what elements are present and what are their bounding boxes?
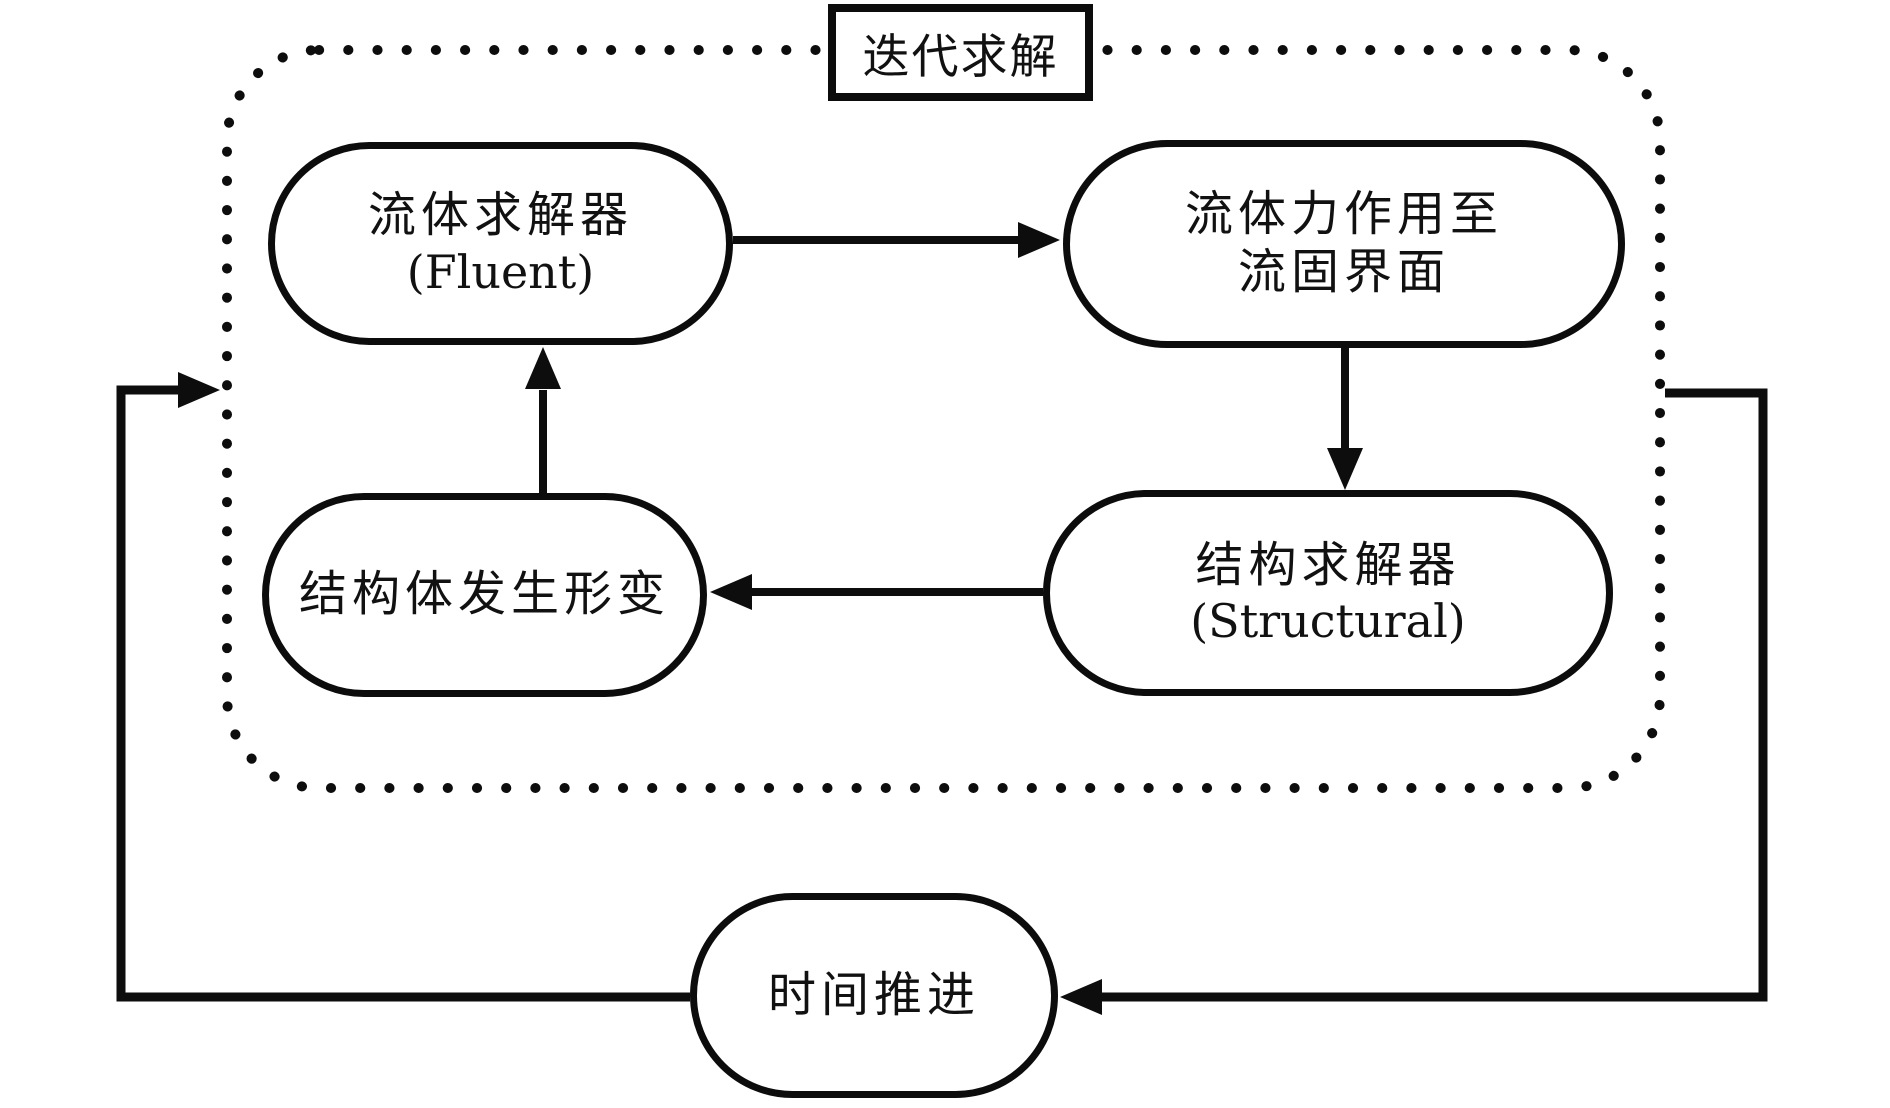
node-fluid-force-line1: 流体力作用至 xyxy=(1184,186,1503,243)
node-fluid-solver-line1: 流体求解器 xyxy=(367,187,633,244)
node-structural-line2: (Structural) xyxy=(1190,594,1466,649)
arrow-time-advance-to-loop xyxy=(116,372,690,1002)
arrow-fluid-solver-to-fluid-force xyxy=(733,222,1060,258)
node-structural-solver: 结构求解器 (Structural) xyxy=(1043,490,1613,696)
node-structural-line1: 结构求解器 xyxy=(1195,536,1461,593)
iteration-loop-dotted-border xyxy=(222,45,1665,793)
node-fluid-force-line2: 流固界面 xyxy=(1237,244,1450,300)
arrow-fluid-force-to-structural xyxy=(1327,348,1363,490)
node-deform-line1: 结构体发生形变 xyxy=(298,566,670,623)
node-structure-deformation: 结构体发生形变 xyxy=(262,493,707,697)
node-fluid-solver: 流体求解器 (Fluent) xyxy=(268,142,733,345)
arrow-structural-to-deform xyxy=(710,574,1043,610)
arrow-loop-to-time-advance xyxy=(1060,388,1768,1015)
node-time-advance-line1: 时间推进 xyxy=(767,966,980,1023)
arrow-deform-to-fluid-solver xyxy=(525,347,561,493)
iteration-loop-label-text: 迭代求解 xyxy=(862,30,1059,85)
iteration-loop-label: 迭代求解 xyxy=(828,4,1093,101)
node-time-advance: 时间推进 xyxy=(690,893,1058,1098)
node-fluid-solver-line2: (Fluent) xyxy=(406,244,595,299)
node-fluid-force-to-interface: 流体力作用至 流固界面 xyxy=(1063,140,1625,348)
